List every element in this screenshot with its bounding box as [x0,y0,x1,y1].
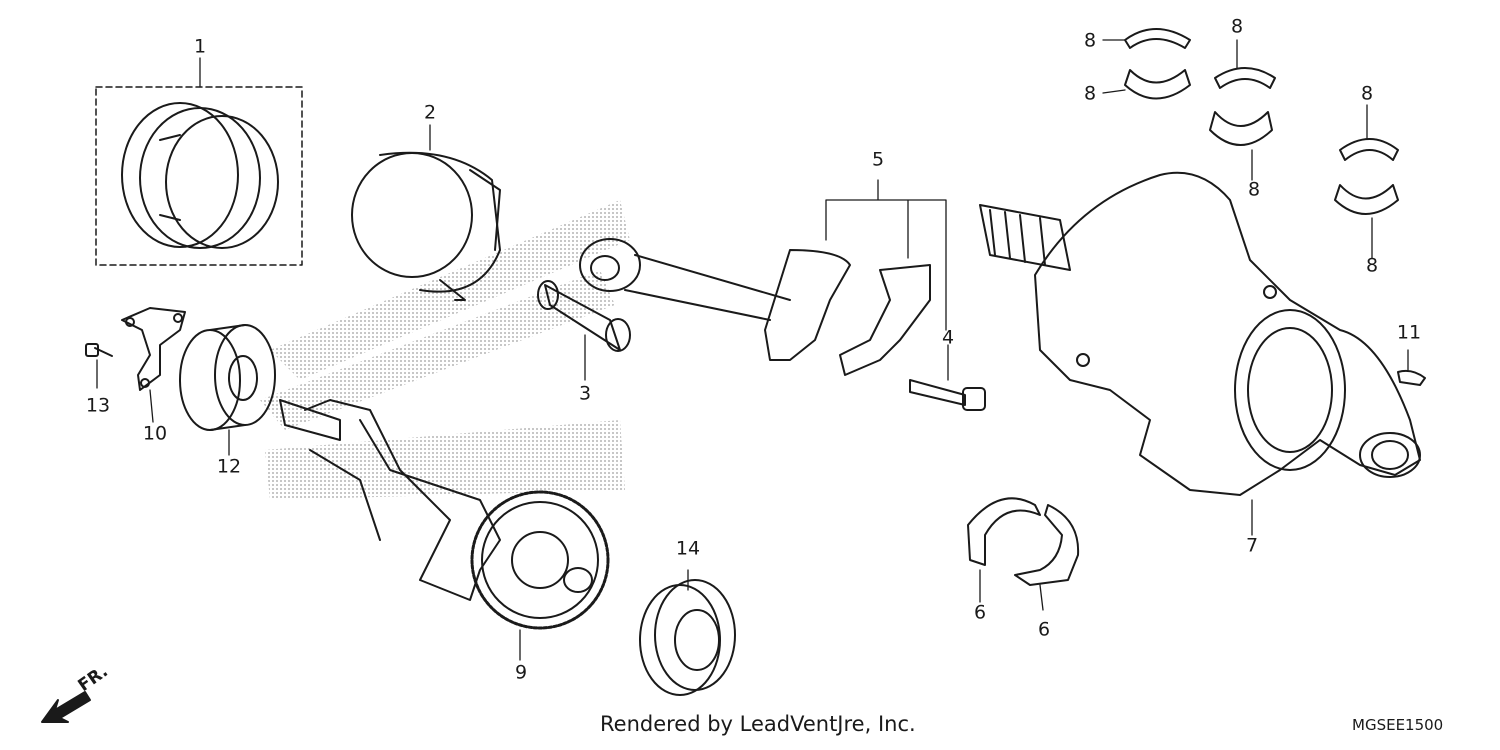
callout-8c: 8 [1230,15,1244,38]
callout-11: 11 [1396,321,1422,344]
ball-bearing-upper[interactable] [179,324,276,431]
callout-8f: 8 [1365,254,1379,277]
callout-13: 13 [85,394,111,417]
balancer-plate[interactable] [121,307,186,391]
callout-8a: 8 [1083,29,1097,52]
callout-7: 7 [1245,534,1259,557]
woodruff-key[interactable] [1397,369,1426,386]
ball-bearing-lower[interactable] [639,579,736,696]
connecting-rod-cap[interactable] [839,264,931,376]
callout-6b: 6 [1037,618,1051,641]
callout-5: 5 [871,148,885,171]
balancer-shaft[interactable] [279,399,610,630]
callout-3: 3 [578,382,592,405]
callout-8d: 8 [1247,178,1261,201]
render-credit: Rendered by LeadVentJre, Inc. [600,712,916,736]
callout-14: 14 [675,537,701,560]
bolt[interactable] [85,343,113,357]
callout-leader-lines [96,39,1409,661]
main-journal-bearings[interactable] [1124,28,1399,215]
callout-9: 9 [514,661,528,684]
callout-2: 2 [423,101,437,124]
piston[interactable] [351,151,501,301]
callout-4: 4 [941,326,955,349]
callout-1: 1 [193,35,207,58]
diagram-code: MGSEE1500 [1352,716,1444,734]
watermark-wing-logo [260,200,630,500]
front-direction-arrow-icon [41,691,91,723]
callout-12: 12 [216,455,242,478]
callout-6a: 6 [973,601,987,624]
crankpin-bearings[interactable] [967,497,1080,586]
callout-8b: 8 [1083,82,1097,105]
piston-pin[interactable] [537,280,631,352]
callout-10: 10 [142,422,168,445]
connecting-rod[interactable] [579,238,851,361]
callout-8e: 8 [1360,82,1374,105]
crankshaft[interactable] [979,171,1421,496]
piston-ring-set[interactable] [95,86,303,266]
connecting-rod-bolt[interactable] [909,379,986,411]
